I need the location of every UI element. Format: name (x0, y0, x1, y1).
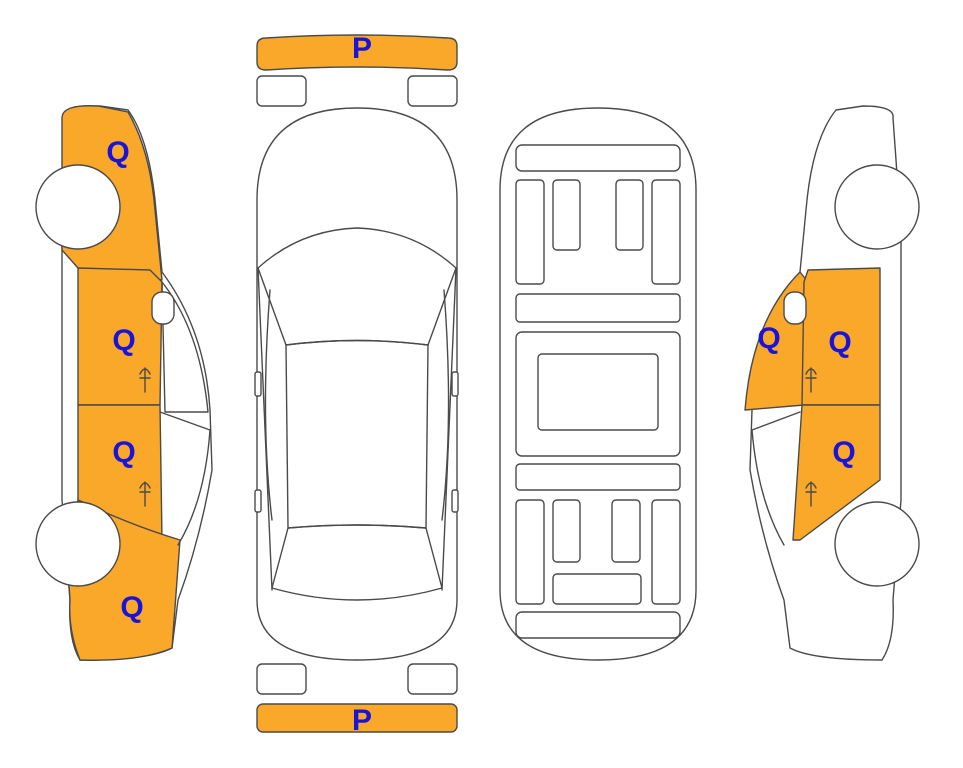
left-rear-door-label: Q (112, 436, 135, 469)
front-left-light (256, 75, 307, 107)
right-rear-wheel (834, 501, 920, 587)
left-front-fender-label: Q (106, 136, 129, 169)
right-rear-door-label: Q (832, 436, 855, 469)
front-right-light (407, 75, 458, 107)
underbody-rail-7 (611, 499, 641, 563)
rear-bumper-panel[interactable] (256, 703, 458, 733)
top-left-handle (254, 489, 262, 513)
front-bumper-panel[interactable] (256, 34, 458, 71)
underbody-rail-2 (552, 179, 581, 251)
right-front-wheel (834, 164, 920, 250)
right-front-door-handle[interactable] (805, 367, 817, 393)
left-front-door-handle[interactable] (139, 367, 151, 393)
right-side-body-outline (749, 105, 902, 661)
front-bumper-label: P (352, 32, 372, 65)
rear-left-light (256, 663, 307, 695)
left-front-door-panel[interactable] (77, 267, 163, 406)
left-pillar-line (257, 267, 273, 591)
top-right-mirror (451, 371, 459, 397)
right-rear-door-panel[interactable] (792, 404, 881, 541)
windshield (257, 227, 457, 346)
right-inner-line (441, 289, 450, 521)
top-body-outline (256, 107, 458, 661)
left-side-mirror (151, 291, 175, 325)
underbody-front-bar (515, 144, 681, 172)
underbody-crossmember-1 (515, 293, 681, 323)
underbody-outline (499, 107, 697, 661)
left-rear-wheel (35, 501, 121, 587)
underbody-rail-8 (651, 499, 681, 605)
left-rear-quarter-label: Q (120, 591, 143, 624)
roof (285, 339, 429, 529)
underbody-rail-1 (515, 179, 545, 285)
underbody-rail-3 (615, 179, 644, 251)
left-inner-line (264, 289, 273, 521)
underbody-rail-5 (515, 499, 545, 605)
underbody-rail-6 (552, 499, 581, 563)
right-pillar-label: Q (757, 322, 780, 355)
underbody-rear-bar (515, 611, 681, 639)
underbody-center-panel (537, 353, 659, 431)
left-side-view (35, 105, 213, 661)
left-rear-door-handle[interactable] (139, 481, 151, 507)
right-rear-door-handle[interactable] (805, 481, 817, 507)
right-pillar-line (441, 267, 457, 591)
top-right-handle (451, 489, 459, 513)
right-side-mirror (783, 291, 807, 325)
underbody-rail-4 (651, 179, 681, 285)
underbody-rear-small (552, 573, 642, 605)
left-front-door-label: Q (112, 324, 135, 357)
top-view (254, 34, 459, 733)
underbody-crossmember-2 (515, 463, 681, 491)
top-left-mirror (254, 371, 262, 397)
left-side-window-rear (159, 411, 211, 546)
rear-right-light (407, 663, 458, 695)
rear-bumper-label: P (352, 704, 372, 737)
rear-window (271, 524, 443, 601)
underbody-view (499, 107, 697, 661)
right-side-window (751, 411, 801, 546)
right-side-view (744, 105, 920, 661)
left-front-wheel (35, 164, 121, 250)
right-front-door-label: Q (828, 326, 851, 359)
